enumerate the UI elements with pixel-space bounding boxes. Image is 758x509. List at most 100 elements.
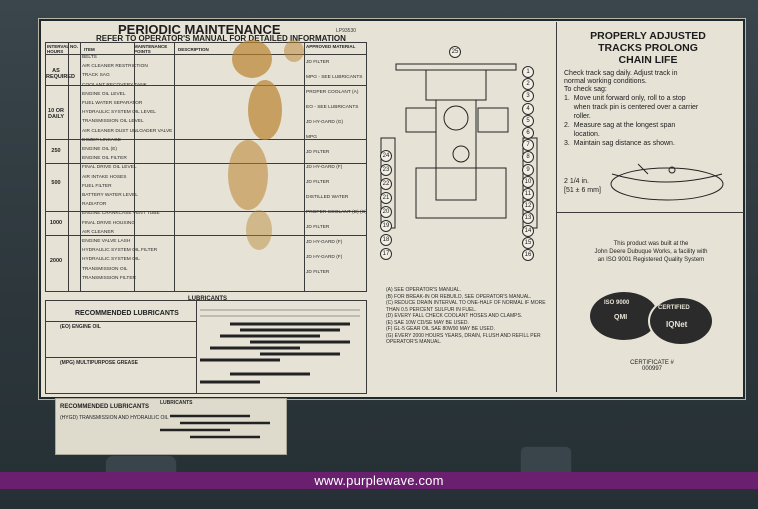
lub-divider xyxy=(46,357,196,358)
built-by-line: John Deere Dubuque Works, a facility wit… xyxy=(594,249,708,255)
diagram-callout: 17 xyxy=(380,248,392,260)
approved-material: JD FILTER xyxy=(306,180,330,185)
maintenance-item: BELTS xyxy=(82,55,97,60)
maintenance-item: RADIATOR xyxy=(82,202,107,208)
footnote: (G) EVERY 2000 HOURS YEARS, DRAIN, FLUSH… xyxy=(386,332,541,346)
footnote: (D) EVERY FALL CHECK COOLANT HOSES AND C… xyxy=(386,313,523,319)
approved-material: MPG xyxy=(306,135,317,140)
lubricant-temperature-bars xyxy=(200,309,360,384)
built-by-line: This product was built at the xyxy=(613,241,689,247)
diagram-callout: 20 xyxy=(380,206,392,218)
track-step: roller. xyxy=(564,113,591,120)
machine-diagram xyxy=(380,63,538,229)
approved-material: PROPER COOLANT (A) xyxy=(306,90,359,95)
footnotes: (A) SEE OPERATOR'S MANUAL.(B) FOR BREAK-… xyxy=(386,287,546,346)
diagram-callout: 25 xyxy=(449,46,461,58)
diagram-callout: 11 xyxy=(522,188,534,200)
lower-recommended-lubricants: RECOMMENDED LUBRICANTS xyxy=(60,404,149,410)
diagram-callout: 4 xyxy=(522,102,534,115)
lub-divider xyxy=(196,301,197,393)
maintenance-item: FUEL WATER SEPARATOR xyxy=(82,101,143,106)
diagram-callout: 5 xyxy=(522,114,534,127)
track-step: location. xyxy=(564,131,600,138)
lubricants-chart xyxy=(45,300,367,394)
table-col-divider xyxy=(134,43,135,291)
sag-measure-mm: [51 ± 6 mm] xyxy=(564,187,601,194)
maintenance-item: AIR CLEANER DUST UNLOADER VALVE xyxy=(82,128,173,134)
diagram-callout: 18 xyxy=(380,234,392,246)
maintenance-item: ENGINE CRANKCASE VENT TUBE xyxy=(82,211,160,217)
diagram-callout: 13 xyxy=(522,212,534,225)
maintenance-item: HYDRAULIC SYSTEM OIL xyxy=(82,257,140,263)
footnote: (E) SAE 10W CD/SE MAY BE USED. xyxy=(386,319,469,326)
track-step: 3. Maintain sag distance as shown. xyxy=(564,140,675,147)
maintenance-item: BATTERY WATER LEVEL xyxy=(82,193,138,198)
header-item: ITEM xyxy=(84,47,95,52)
maintenance-item: FUEL FILTER xyxy=(82,183,112,189)
diagram-callout: 12 xyxy=(522,200,534,213)
maintenance-table xyxy=(45,42,367,292)
track-title-line2: TRACKS PROLONG xyxy=(598,42,698,54)
diagram-callout: 9 xyxy=(522,163,534,176)
diagram-callout: 16 xyxy=(522,249,534,261)
footnote: (A) SEE OPERATOR'S MANUAL. xyxy=(386,287,461,293)
interval-1000: 1000 xyxy=(49,220,63,226)
approved-material: JD HY-GARD (G) xyxy=(306,120,344,125)
maintenance-item: TRANSMISSION FILTER xyxy=(82,275,137,281)
table-col-divider xyxy=(174,43,175,291)
recommended-lubricants-label: RECOMMENDED LUBRICANTS xyxy=(75,310,179,317)
certificate-number: CERTIFICATE # 000997 xyxy=(602,360,702,372)
iqnet-certified-logo: CERTIFIED IQNet xyxy=(648,296,714,346)
table-row xyxy=(46,211,366,212)
dirt-stain xyxy=(232,40,272,78)
iso-logo-text: ISO 9000 xyxy=(604,300,630,306)
maintenance-item: FINAL DRIVE OIL LEVEL xyxy=(82,165,137,171)
certificate-value: 000997 xyxy=(641,366,663,372)
track-steps: 1. Move unit forward only, roll to a sto… xyxy=(564,94,698,148)
approved-material: JD HY-GARD (F) xyxy=(306,240,343,245)
certified-text: CERTIFIED xyxy=(658,305,690,311)
maintenance-item: ENGINE VALVE LASH xyxy=(82,239,131,244)
panel-divider xyxy=(556,212,744,213)
header-description: DESCRIPTION xyxy=(178,47,209,52)
iqnet-text: IQNet xyxy=(666,320,688,329)
approved-material: JD HY-GARD (F) xyxy=(306,255,343,260)
maintenance-item: ENGINE OIL (E) xyxy=(82,147,118,152)
diagram-callout: 15 xyxy=(522,236,534,249)
track-step: when track pin is centered over a carrie… xyxy=(564,104,699,111)
header-material: APPROVED MATERIAL xyxy=(306,44,356,49)
track-title-line1: PROPERLY ADJUSTED xyxy=(590,30,706,42)
table-row xyxy=(46,54,366,55)
diagram-callout: 21 xyxy=(380,192,392,204)
interval-2000: 2000 xyxy=(49,258,63,264)
approved-material: DISTILLED WATER xyxy=(306,195,349,200)
diagram-callout: 24 xyxy=(380,150,392,162)
interval-10-daily: 10 OR DAILY xyxy=(48,108,64,120)
approved-material: JD FILTER xyxy=(306,60,330,65)
interval-500: 500 xyxy=(51,180,61,186)
maintenance-item: TRANSMISSION OIL LEVEL xyxy=(82,119,144,125)
footnote: (F) GL-5 GEAR OIL SAE 80W90 MAY BE USED. xyxy=(386,326,495,332)
maintenance-item: AIR INTAKE HOSES xyxy=(82,174,127,180)
diagram-callout: 14 xyxy=(522,224,534,237)
diagram-callout: 1 xyxy=(522,66,534,78)
track-sag-diagram xyxy=(610,163,724,201)
maintenance-item: HYDRAULIC SYSTEM OIL FILTER xyxy=(82,248,158,254)
approved-material: MPG - SEE LUBRICANTS xyxy=(306,75,363,80)
approved-material: JD FILTER xyxy=(306,225,330,230)
header-interval: INTERVAL HOURS xyxy=(47,44,70,54)
certificate-label: CERTIFICATE # xyxy=(630,360,674,366)
diagram-callout: 2 xyxy=(522,78,534,91)
lubricants-title: LUBRICANTS xyxy=(188,296,227,302)
to-check-sag: To check sag: xyxy=(564,86,607,93)
diagram-callout: 22 xyxy=(380,178,392,190)
header-no: NO. xyxy=(70,44,79,49)
watermark-text: www.purplewave.com xyxy=(314,473,444,488)
dirt-stain xyxy=(284,40,304,62)
diagram-callout: 3 xyxy=(522,90,534,103)
track-step: 2. Measure sag at the longest span xyxy=(564,122,676,129)
maintenance-item: TRANSMISSION OIL xyxy=(82,266,128,272)
diagram-callout: 6 xyxy=(522,127,534,139)
diagram-callout: 8 xyxy=(522,151,534,164)
table-row xyxy=(46,139,366,140)
